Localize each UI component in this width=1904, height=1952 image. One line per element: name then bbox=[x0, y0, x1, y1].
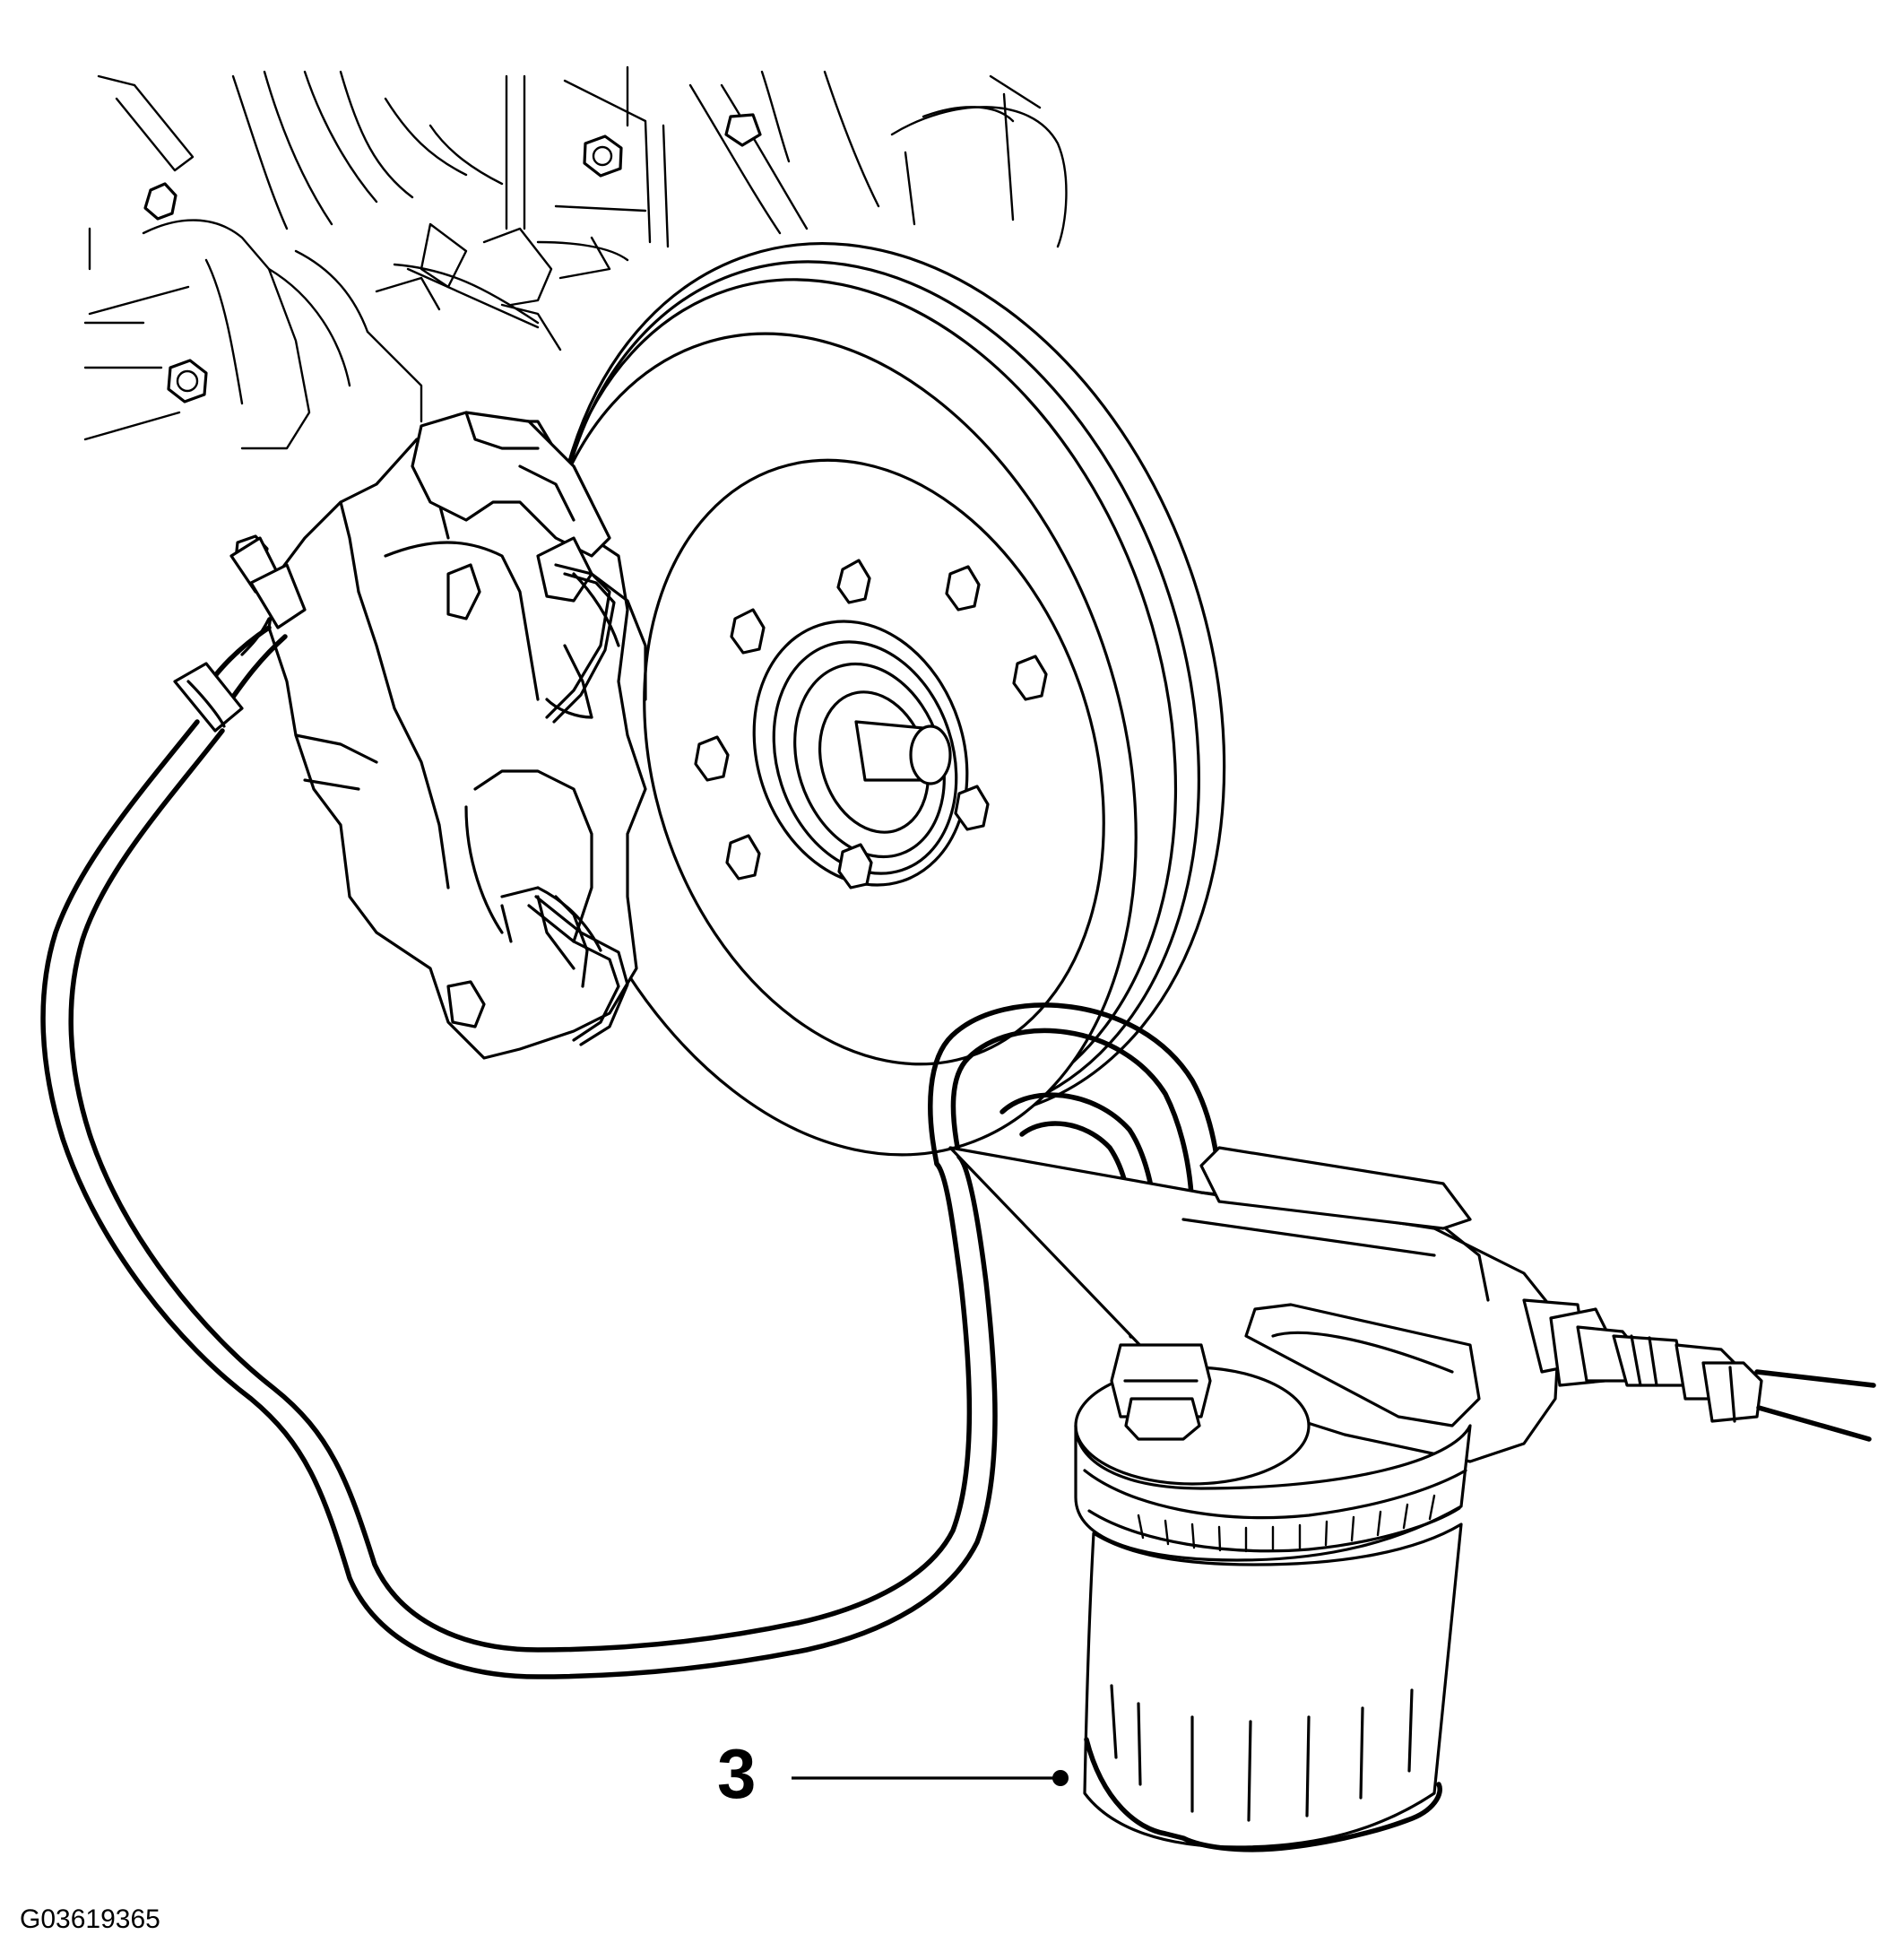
bolt-icon bbox=[167, 359, 208, 403]
bleeder-screw bbox=[229, 536, 307, 656]
suspension-background bbox=[83, 65, 1068, 450]
bolt-icon bbox=[592, 145, 613, 167]
bolt-icon bbox=[724, 113, 762, 147]
wheel-hub bbox=[752, 620, 969, 887]
stud-hole-icon bbox=[1012, 655, 1048, 701]
figure-id: G03619365 bbox=[20, 1904, 160, 1934]
stud-hole-icon bbox=[694, 735, 730, 782]
bolt-icon bbox=[143, 182, 177, 221]
stud-hole-icon bbox=[836, 559, 871, 604]
stud-hole-icon bbox=[730, 608, 766, 655]
bolt-icon bbox=[583, 134, 623, 178]
stud-hole-icon bbox=[837, 843, 873, 889]
callout-3: 3 bbox=[717, 1734, 1069, 1813]
anti-rattle-spring bbox=[527, 563, 629, 1046]
bleeder-bottle-tool bbox=[948, 1146, 1876, 1852]
stud-hole-icon bbox=[945, 565, 981, 612]
stud-hole-icon bbox=[954, 785, 990, 831]
callout-number: 3 bbox=[717, 1734, 756, 1813]
leader-dot bbox=[1052, 1770, 1069, 1786]
bolt-icon bbox=[176, 369, 199, 393]
caliper-bracket bbox=[411, 411, 647, 719]
stud-hole-icon bbox=[725, 834, 761, 881]
wheel-stud-holes bbox=[694, 559, 1048, 889]
